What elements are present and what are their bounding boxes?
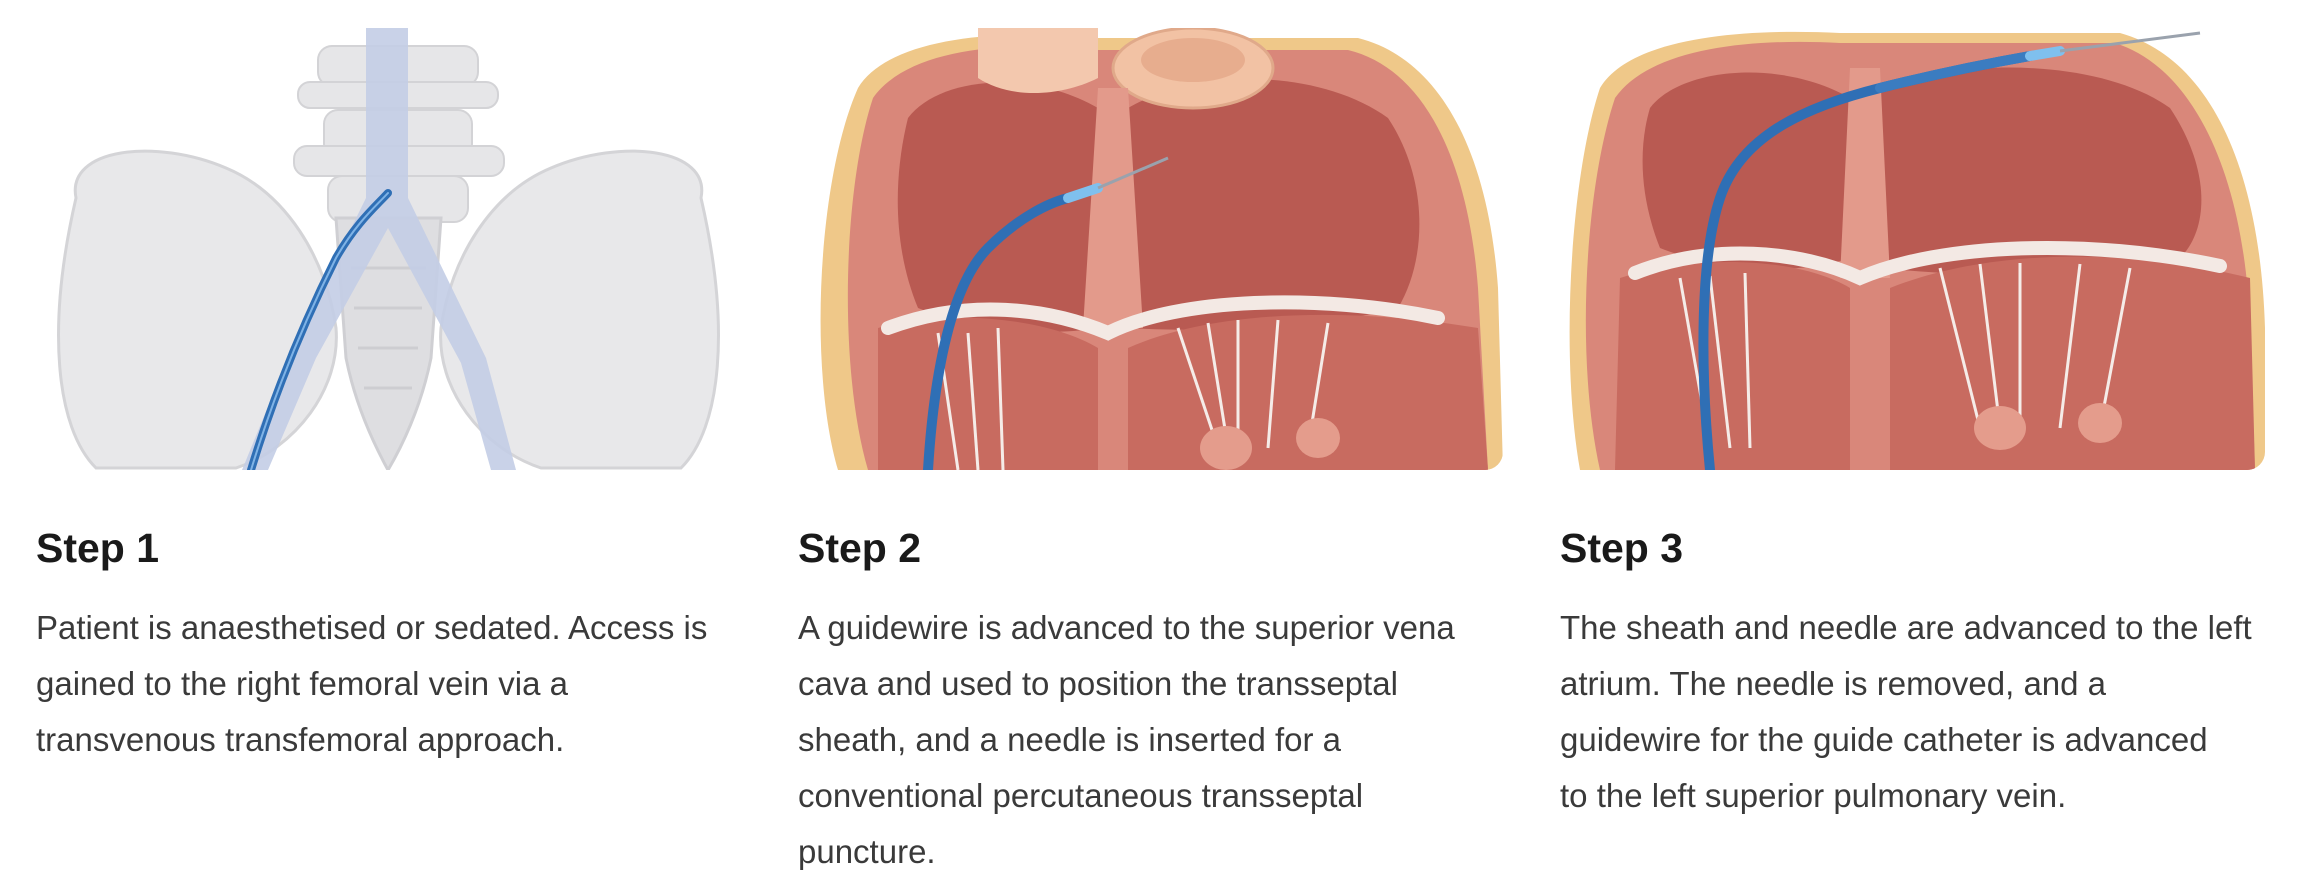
step-2-illustration (798, 28, 1503, 470)
step-1-title: Step 1 (36, 525, 160, 571)
step-2-description: A guidewire is advanced to the superior … (798, 609, 1455, 870)
step-1-illustration (36, 28, 741, 470)
step-card-3: Step 3 The sheath and needle are advance… (1560, 0, 2265, 824)
step-3-illustration (1560, 28, 2265, 470)
step-2-title: Step 2 (798, 525, 922, 571)
heart-left-atrium-icon (1560, 28, 2265, 470)
pelvis-femoral-vein-icon (36, 28, 741, 470)
heart-transseptal-icon (798, 28, 1503, 470)
step-3-description: The sheath and needle are advanced to th… (1560, 609, 2252, 814)
step-card-2: Step 2 A guidewire is advanced to the su… (798, 0, 1503, 880)
step-card-1: Step 1 Patient is anaesthetised or sedat… (36, 0, 741, 768)
step-3-title: Step 3 (1560, 525, 1684, 571)
step-1-description: Patient is anaesthetised or sedated. Acc… (36, 609, 708, 758)
